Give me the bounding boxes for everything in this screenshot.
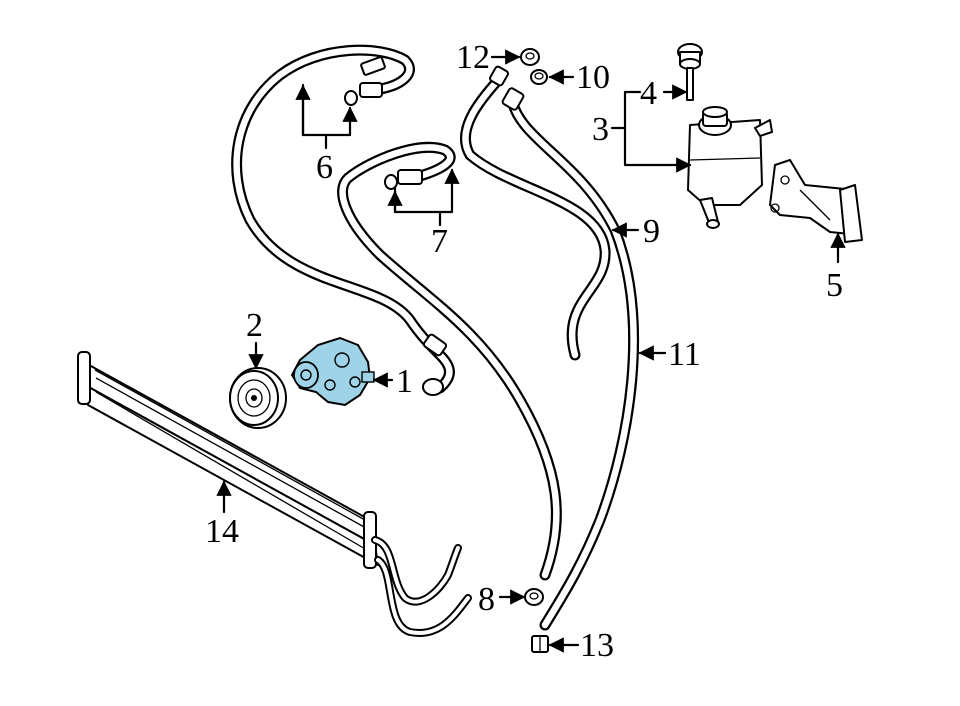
callout-10: 10	[576, 59, 610, 96]
callout-12: 12	[456, 39, 490, 76]
leader-lines	[216, 49, 846, 653]
callout-14: 14	[205, 513, 239, 550]
cooler-14[interactable]	[77, 351, 472, 637]
clamp-8[interactable]	[524, 588, 544, 606]
reservoir-3[interactable]	[687, 106, 773, 229]
callout-5: 5	[826, 267, 843, 304]
hose-11[interactable]	[501, 87, 640, 631]
clamp-10[interactable]	[530, 69, 548, 85]
callout-3: 3	[592, 111, 609, 148]
callout-8: 8	[478, 581, 495, 618]
callout-1: 1	[396, 363, 413, 400]
reservoir-cap-4[interactable]	[677, 43, 703, 101]
hose-7[interactable]	[337, 141, 562, 581]
washer-6	[344, 90, 358, 106]
callout-6: 6	[316, 149, 333, 186]
hose-6[interactable]	[231, 44, 455, 396]
pulley-2[interactable]	[229, 367, 287, 429]
bracket-5[interactable]	[769, 159, 863, 243]
callout-13: 13	[580, 627, 614, 664]
callout-11: 11	[668, 336, 701, 373]
power-steering-pump-1[interactable]	[290, 336, 375, 407]
hose-9[interactable]	[459, 65, 611, 361]
clamp-12[interactable]	[520, 48, 540, 66]
callout-7: 7	[431, 223, 448, 260]
washer-7	[384, 174, 398, 190]
connector-13[interactable]	[531, 635, 549, 653]
callout-2: 2	[246, 307, 263, 344]
callout-4: 4	[640, 75, 657, 112]
callout-9: 9	[643, 213, 660, 250]
